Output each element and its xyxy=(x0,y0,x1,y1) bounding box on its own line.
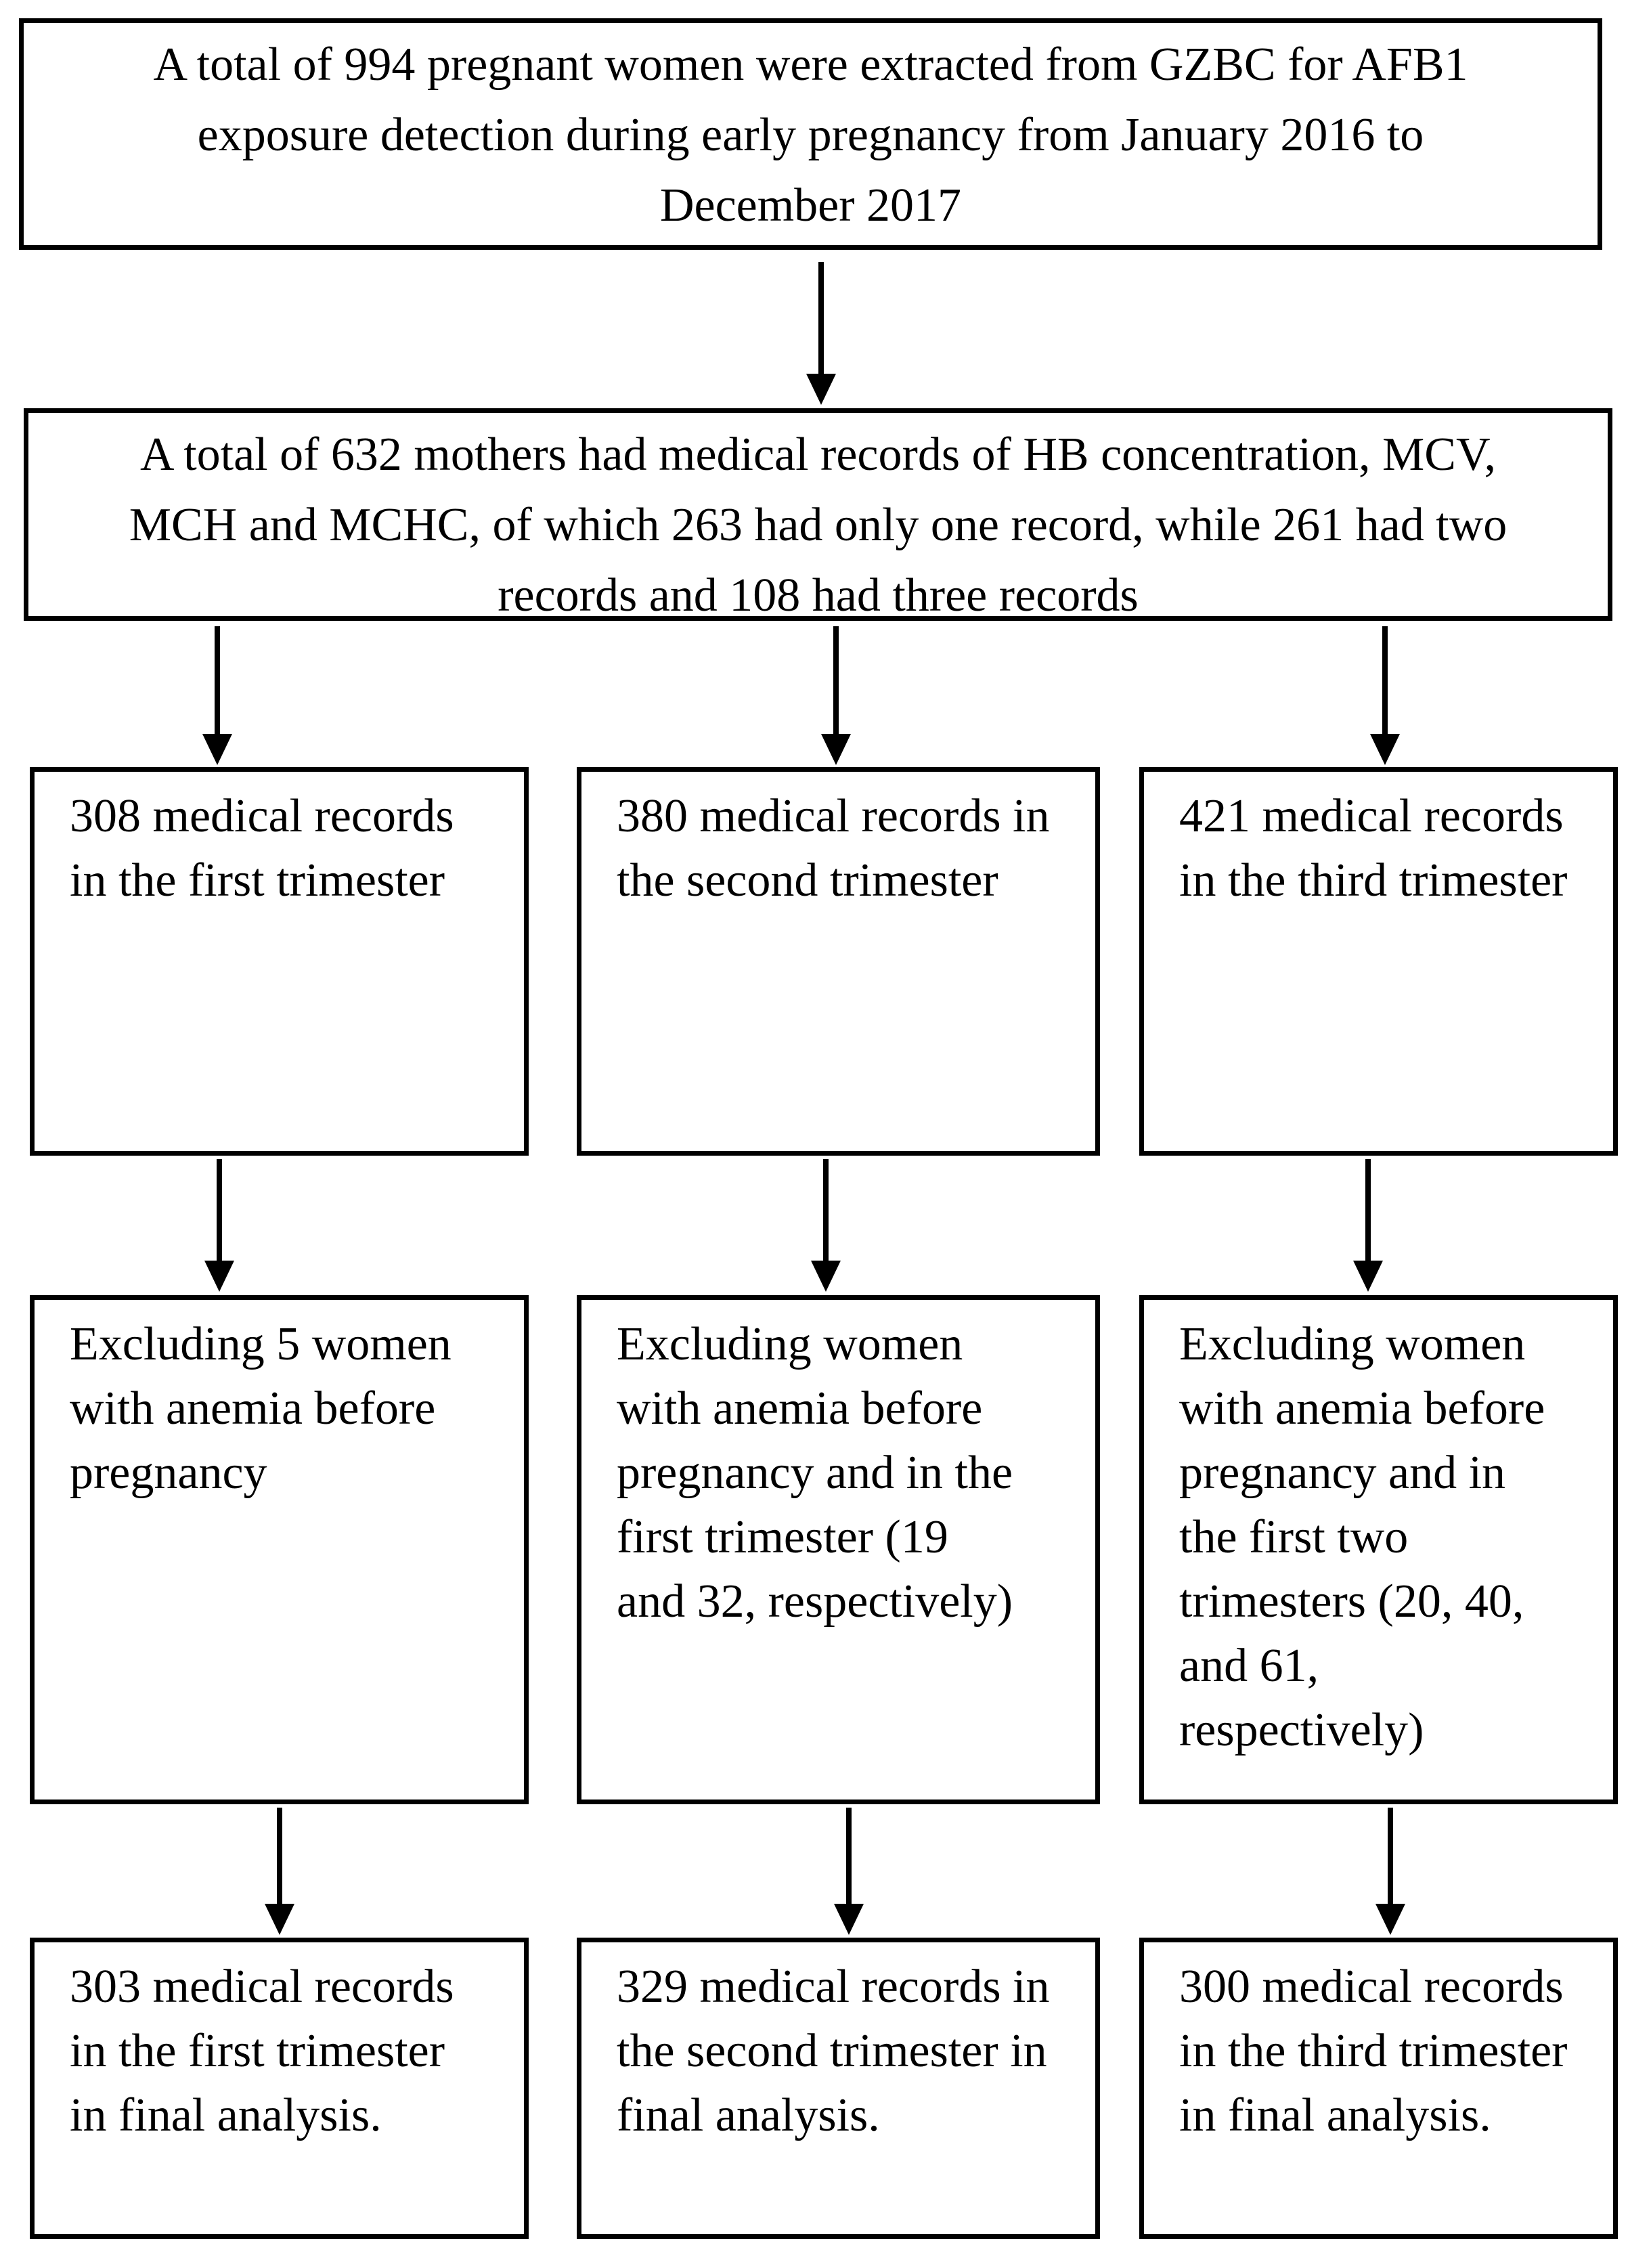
down-arrow-to-third-trimester-final xyxy=(1375,1808,1405,1935)
arrow-stem xyxy=(823,1159,829,1261)
down-arrow-to-third-trimester-records xyxy=(1370,626,1400,765)
down-arrow-to-first-trimester-final xyxy=(265,1808,294,1935)
arrow-head-icon xyxy=(1353,1261,1383,1292)
box-third-trimester-final-analysis: 300 medical records in the third trimest… xyxy=(1139,1938,1618,2239)
box-third-trimester-exclusions: Excluding women with anemia before pregn… xyxy=(1139,1295,1618,1804)
down-arrow-to-second-trimester-exclusions xyxy=(811,1159,841,1292)
arrow-stem xyxy=(217,1159,222,1261)
arrow-stem xyxy=(277,1808,282,1904)
box-first-trimester-records: 308 medical records in the first trimest… xyxy=(30,767,529,1156)
arrow-stem xyxy=(846,1808,852,1904)
arrow-head-icon xyxy=(265,1904,294,1935)
box-first-trimester-exclusions: Excluding 5 women with anemia before pre… xyxy=(30,1295,529,1804)
arrow-stem xyxy=(833,626,839,734)
arrow-stem xyxy=(1365,1159,1371,1261)
down-arrow-to-second-trimester-records xyxy=(821,626,851,765)
arrow-stem xyxy=(215,626,220,734)
arrow-head-icon xyxy=(202,734,232,765)
arrow-head-icon xyxy=(834,1904,864,1935)
box-enrollment-total: A total of 994 pregnant women were extra… xyxy=(19,18,1602,250)
arrow-head-icon xyxy=(811,1261,841,1292)
arrow-stem xyxy=(1382,626,1388,734)
arrow-head-icon xyxy=(1375,1904,1405,1935)
arrow-stem xyxy=(818,262,824,374)
down-arrow-to-first-trimester-records xyxy=(202,626,232,765)
down-arrow-to-second-trimester-final xyxy=(834,1808,864,1935)
box-second-trimester-final-analysis: 329 medical records in the second trimes… xyxy=(577,1938,1100,2239)
box-third-trimester-records: 421 medical records in the third trimest… xyxy=(1139,767,1618,1156)
arrow-head-icon xyxy=(806,374,836,405)
arrow-head-icon xyxy=(821,734,851,765)
arrow-stem xyxy=(1388,1808,1393,1904)
arrow-head-icon xyxy=(204,1261,234,1292)
box-first-trimester-final-analysis: 303 medical records in the first trimest… xyxy=(30,1938,529,2239)
box-medical-records-summary: A total of 632 mothers had medical recor… xyxy=(24,408,1612,621)
down-arrow-to-third-trimester-exclusions xyxy=(1353,1159,1383,1292)
down-arrow-to-first-trimester-exclusions xyxy=(204,1159,234,1292)
box-second-trimester-records: 380 medical records in the second trimes… xyxy=(577,767,1100,1156)
arrow-head-icon xyxy=(1370,734,1400,765)
box-second-trimester-exclusions: Excluding women with anemia before pregn… xyxy=(577,1295,1100,1804)
down-arrow-enrollment-to-records xyxy=(806,262,836,405)
